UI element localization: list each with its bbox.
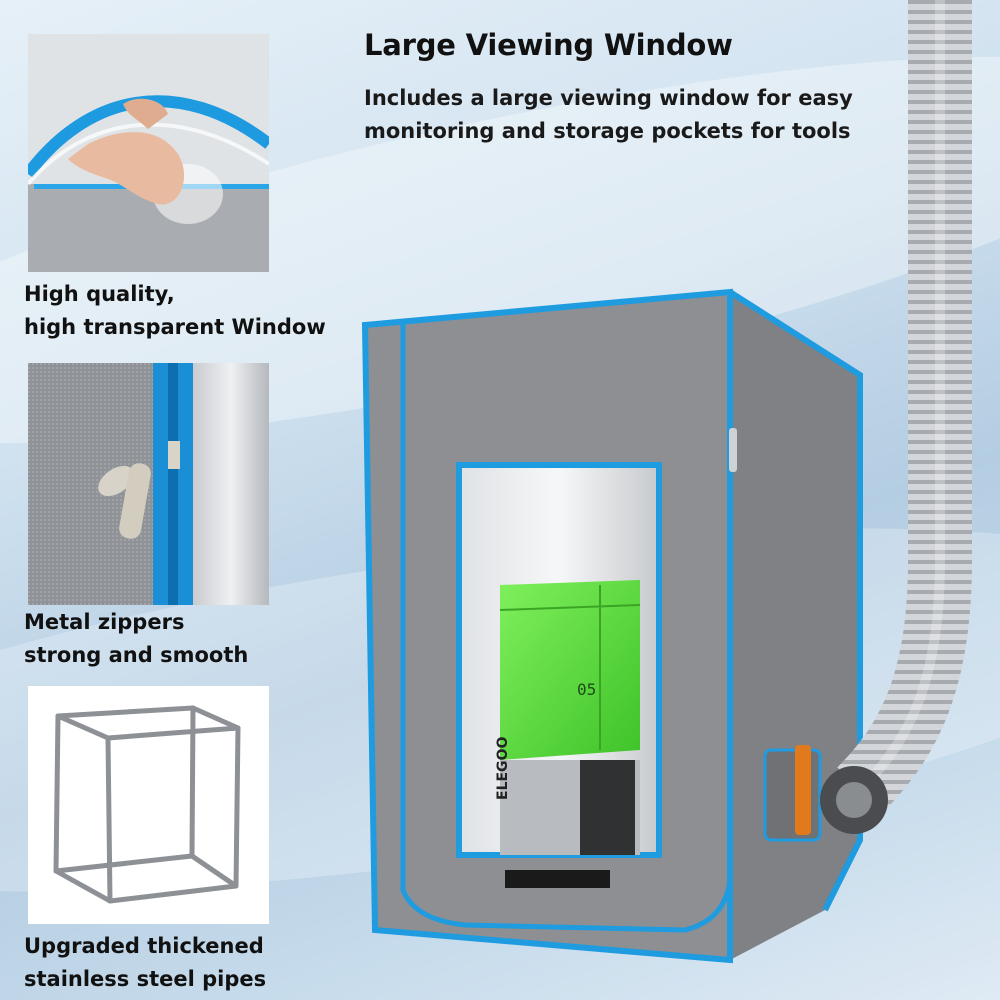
metal-zipper-photo xyxy=(28,363,269,605)
caption-line: strong and smooth xyxy=(24,643,249,667)
caption-line: High quality, xyxy=(24,282,175,306)
transparent-window-photo xyxy=(28,34,269,272)
steel-frame-photo xyxy=(28,686,269,924)
page-title: Large Viewing Window xyxy=(364,28,733,62)
enclosure-tent: ELEGOO 05 xyxy=(355,280,875,980)
caption-line: stainless steel pipes xyxy=(24,967,267,991)
caption-line: high transparent Window xyxy=(24,315,326,339)
caption-line: Upgraded thickened xyxy=(24,934,264,958)
printer-brand-label: ELEGOO xyxy=(495,736,511,800)
resin-printer xyxy=(499,580,641,855)
page-description: Includes a large viewing window for easy… xyxy=(364,86,853,143)
aluminum-duct xyxy=(820,0,990,860)
feature-caption-frame: Upgraded thickened stainless steel pipes xyxy=(24,930,266,996)
caption-line: Metal zippers xyxy=(24,610,185,634)
feature-caption-window: High quality, high transparent Window xyxy=(24,278,326,344)
feature-caption-zipper: Metal zippers strong and smooth xyxy=(24,606,248,672)
printer-model-label: 05 xyxy=(577,680,597,699)
